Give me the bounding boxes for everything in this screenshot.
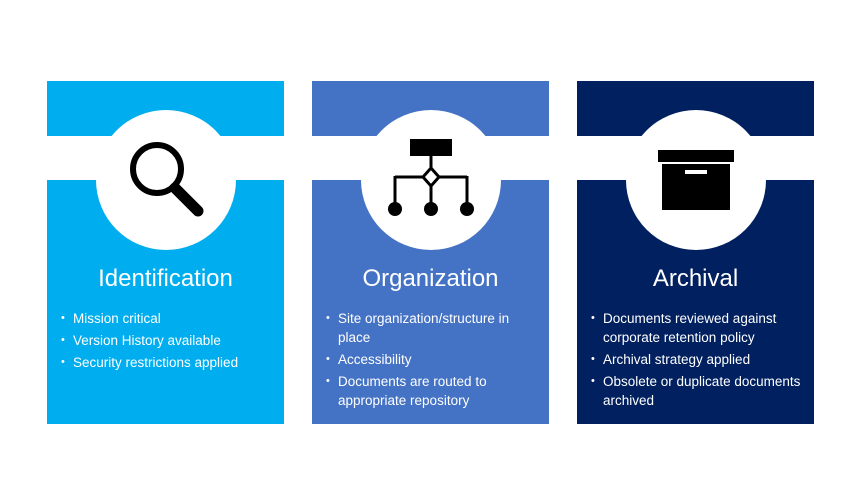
list-item: Documents reviewed against corporate ret… — [591, 309, 804, 347]
bullet-list: Mission critical Version History availab… — [61, 309, 274, 375]
card-title: Organization — [362, 265, 499, 292]
card-title: Archival — [652, 265, 739, 292]
list-item: Site organization/structure in place — [326, 309, 539, 347]
list-item: Obsolete or duplicate documents archived — [591, 372, 804, 410]
list-item: Mission critical — [61, 309, 274, 328]
list-item: Archival strategy applied — [591, 350, 804, 369]
bullet-list: Documents reviewed against corporate ret… — [591, 309, 804, 413]
list-item: Version History available — [61, 331, 274, 350]
card-title: Identification — [98, 265, 233, 292]
list-item: Documents are routed to appropriate repo… — [326, 372, 539, 410]
hierarchy-icon — [361, 110, 501, 250]
bullet-list: Site organization/structure in place Acc… — [326, 309, 539, 413]
magnifying-glass-icon — [96, 110, 236, 250]
list-item: Accessibility — [326, 350, 539, 369]
archive-box-icon — [626, 110, 766, 250]
list-item: Security restrictions applied — [61, 353, 274, 372]
